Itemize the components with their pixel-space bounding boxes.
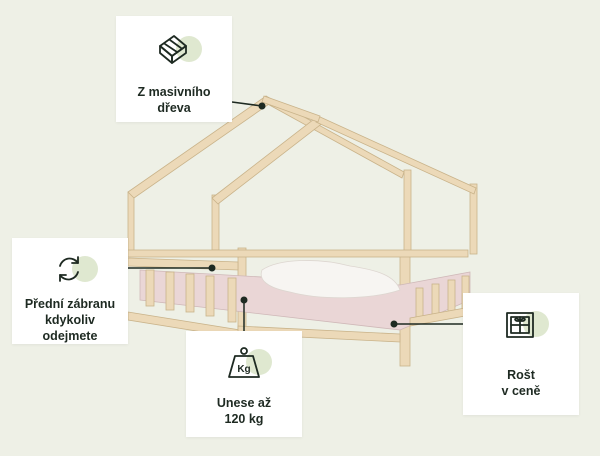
weight-kg-icon: Kg (222, 343, 272, 383)
weight-kg-icon-text: Kg (237, 364, 250, 375)
feature-card-max-load: Kg Unese až 120 kg (186, 331, 302, 437)
feature-label: Z masivního dřeva (137, 85, 211, 115)
wood-log-icon (152, 30, 202, 70)
feature-card-solid-wood: Z masivního dřeva (116, 16, 232, 122)
feature-card-removable-rail: Přední zábranu kdykoliv odejmete (12, 238, 128, 344)
feature-label: Přední zábranu kdykoliv odejmete (24, 297, 116, 343)
feature-label: Rošt v ceně (501, 368, 541, 398)
refresh-arrows-icon (48, 250, 98, 286)
feature-label: Unese až 120 kg (216, 396, 272, 426)
feature-card-slat-base-included: Rošt v ceně (463, 293, 579, 415)
gift-box-icon (499, 305, 549, 345)
